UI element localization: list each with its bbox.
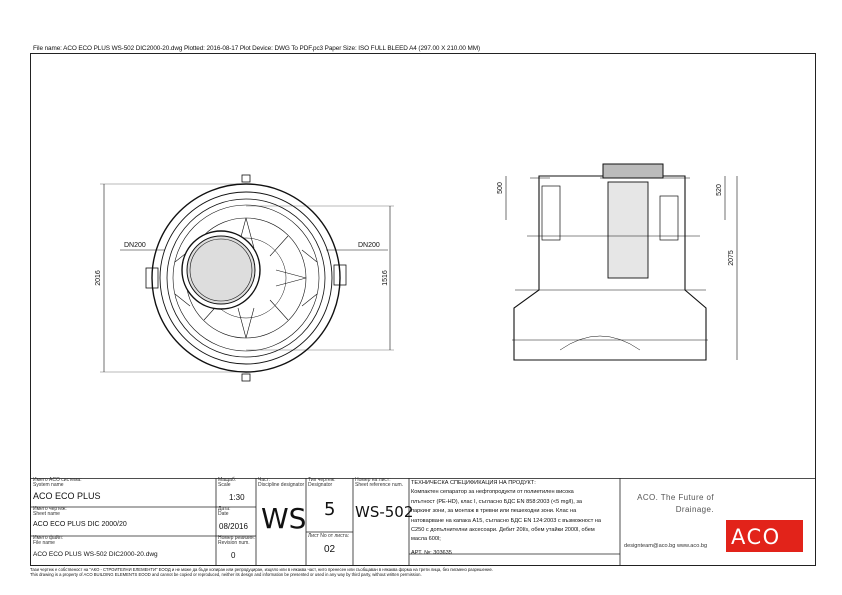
- drawing-name-label-en: Sheet name: [33, 511, 60, 517]
- spec-line: Компактен сепаратор за нефтопродукти от …: [411, 489, 574, 496]
- section-height-dim: 2075: [728, 250, 735, 266]
- inlet-pipe-dim: DN200: [124, 242, 146, 249]
- designator-label-en: Designator: [308, 482, 333, 488]
- file-name-label: Името файл:: [33, 535, 64, 541]
- system-name-value: ACO ECO PLUS: [33, 491, 101, 501]
- sheet-count-label: Лист No от листа:: [308, 533, 349, 539]
- file-name-value: ACO ECO PLUS WS-502 DIC2000-20.dwg: [33, 551, 158, 558]
- file-name-cell: Името файл: File name ACO ECO PLUS WS-50…: [33, 535, 158, 559]
- plan-inner-dim: 1516: [382, 270, 389, 286]
- sheet-number-cell: Номер на лист: Sheet reference num. WS-5…: [355, 477, 414, 522]
- file-info-header: File name: ACO ECO PLUS WS-502 DIC2000-2…: [33, 45, 480, 52]
- aco-logo: ACO: [726, 520, 803, 552]
- copyright-line-en: This drawing is a property of ACO BUILDI…: [30, 572, 422, 577]
- scale-value: 1:30: [229, 493, 245, 502]
- plan-view: [100, 174, 394, 382]
- designator-label: Тип чертеж:: [308, 477, 336, 483]
- drawing-name-cell: Името чертеж: Sheet name ACO ECO PLUS DI…: [33, 506, 127, 529]
- sheet-count-cell: Лист No от листа: 02: [308, 533, 349, 556]
- sheet-number-label-en: Sheet reference num.: [355, 482, 404, 488]
- system-name-cell: Името ACO система: System name ACO ECO P…: [33, 477, 101, 502]
- discipline-label: Част:: [258, 477, 271, 483]
- title-block: Името ACO система: System name ACO ECO P…: [30, 478, 816, 566]
- revision-label-en: Revision num.: [218, 540, 250, 546]
- section-top-left-dim: 500: [497, 182, 504, 194]
- spec-line: плътност (PE-HD), клас I, съгласно БДС E…: [411, 498, 583, 505]
- revision-label: Номер ревизия:: [218, 535, 255, 541]
- spec-cell: ТЕХНИЧЕСКА СПЕЦИФИКАЦИЯ НА ПРОДУКТ: Комп…: [411, 479, 620, 558]
- discipline-label-en: Discipline designator: [258, 482, 305, 488]
- spec-line: натоварване на капака A15, съгласно БДС …: [411, 517, 602, 524]
- contact-info: designteam@aco.bg www.aco.bg: [624, 543, 708, 549]
- copyright-line-bg: Тази чертеж е собственост на "АКО - СТРО…: [30, 567, 493, 572]
- date-value: 08/2016: [219, 522, 248, 531]
- outlet-pipe-dim: DN200: [358, 242, 380, 249]
- file-name-label-en: File name: [33, 540, 55, 546]
- discipline-value: WS: [261, 502, 307, 535]
- drawing-name-value: ACO ECO PLUS DIC 2000/20: [33, 521, 127, 528]
- tagline-line-1: ACO. The Future of: [637, 493, 714, 502]
- designator-cell: Тип чертеж: Designator 5: [308, 477, 353, 521]
- spec-line: паркинг зони, за монтаж в тревни или пеш…: [411, 508, 577, 515]
- spec-line: C250 с допълнителни аксесоари. Дебит 20l…: [411, 527, 595, 534]
- sheet-number-value: WS-502: [355, 503, 414, 521]
- tagline: ACO. The Future of Drainage.: [622, 492, 714, 516]
- tagline-line-2: Drainage.: [675, 505, 714, 514]
- scale-label: Мащаб:: [218, 477, 237, 483]
- designator-value: 5: [324, 499, 336, 520]
- article-number: АРТ. №: 303635: [411, 549, 452, 556]
- revision-cell: Номер ревизия: Revision num. 0: [218, 535, 255, 561]
- scale-cell: Мащаб: Scale 1:30: [218, 477, 245, 503]
- system-name-label-en: System name: [33, 482, 64, 488]
- date-cell: Дата: Date 08/2016: [218, 506, 248, 532]
- spec-title: ТЕХНИЧЕСКА СПЕЦИФИКАЦИЯ НА ПРОДУКТ:: [411, 480, 536, 486]
- section-view: [505, 163, 738, 361]
- drawing-name-label: Името чертеж:: [33, 506, 67, 512]
- date-label-en: Date: [218, 511, 229, 517]
- sheet-count-value: 02: [324, 544, 336, 555]
- section-top-right-dim: 520: [716, 184, 723, 196]
- sheet-number-label: Номер на лист:: [355, 477, 391, 483]
- discipline-cell: Част: Discipline designator WS: [258, 477, 307, 536]
- date-label: Дата:: [218, 506, 231, 512]
- system-name-label: Името ACO система:: [33, 477, 82, 483]
- spec-line: масла 600l;: [411, 536, 441, 543]
- copyright-notice: Тази чертеж е собственост на "АКО - СТРО…: [30, 567, 493, 577]
- revision-value: 0: [231, 551, 236, 560]
- plan-manhole-cover: [181, 230, 261, 310]
- plan-height-dim: 2016: [95, 270, 102, 286]
- scale-label-en: Scale: [218, 482, 231, 488]
- aco-logo-text: ACO: [731, 525, 781, 549]
